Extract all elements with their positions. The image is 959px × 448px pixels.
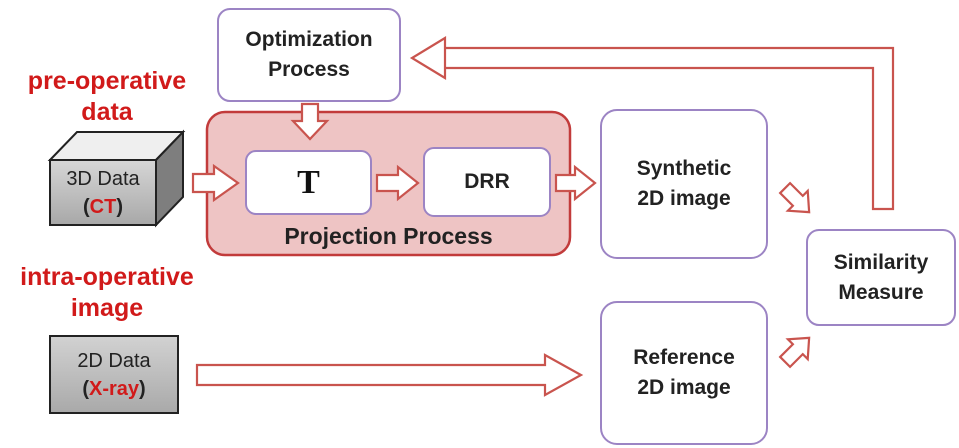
intra-operative-line1: intra-operative (20, 263, 194, 291)
arrow-2d-to-reference (195, 353, 584, 397)
optimization-process-box (217, 8, 401, 102)
2d-paren-open: ( (82, 377, 89, 400)
intra-operative-line2: image (70, 294, 144, 322)
similarity-measure-label: Similarity Measure (807, 230, 955, 325)
2d-data-modality-row: (X-ray) (82, 375, 145, 403)
transform-t-label: T (297, 163, 320, 201)
drr-label: DRR (464, 170, 510, 193)
arrow-drr-to-synthetic (554, 164, 597, 202)
intra-operative-label: intra-operative image (2, 261, 212, 325)
reference-line1: Reference (633, 346, 735, 369)
synthetic-image-box (600, 109, 768, 259)
similarity-line1: Similarity (833, 250, 929, 274)
pre-operative-line2: data (81, 98, 133, 126)
pre-operative-label: pre-operative data (2, 65, 212, 129)
arrow-reference-to-similarity (778, 336, 811, 369)
arrow-3d-to-t (191, 163, 240, 203)
2d-data-box (49, 335, 179, 414)
2d-data-modality: X-ray (88, 377, 140, 400)
arrow-t-to-drr (375, 164, 420, 202)
3d-data-label: 3D Data (CT) (50, 160, 156, 225)
arrow-similarity-to-optimization (409, 36, 895, 211)
transform-t-box (245, 150, 372, 215)
3d-paren-open: ( (82, 195, 90, 218)
reference-image-label: Reference 2D image (601, 302, 767, 444)
synthetic-line1: Synthetic (636, 157, 732, 180)
optimization-process-label: Optimization Process (218, 9, 400, 101)
synthetic-line2: 2D image (637, 187, 731, 210)
3d-paren-close: ) (116, 195, 123, 218)
2d-data-title: 2D Data (77, 349, 151, 372)
arrow-synthetic-to-similarity (778, 181, 811, 214)
similarity-line2: Measure (838, 280, 924, 304)
arrow-optimization-to-t (290, 102, 330, 141)
projection-process-title: Projection Process (284, 222, 493, 249)
pre-operative-line1: pre-operative (27, 67, 187, 95)
3d-data-modality: CT (89, 195, 117, 218)
optimization-line1: Optimization (245, 28, 373, 51)
similarity-measure-box (806, 229, 956, 326)
drr-box (423, 147, 551, 217)
reference-image-box (600, 301, 768, 445)
reference-line2: 2D image (637, 376, 731, 399)
optimization-line2: Process (268, 58, 350, 81)
3d-data-modality-row: (CT) (83, 193, 123, 221)
3d-data-cube (47, 129, 186, 228)
3d-data-title: 3D Data (66, 167, 140, 190)
2d-paren-close: ) (139, 377, 146, 400)
2d-data-label: 2D Data (X-ray) (50, 336, 178, 413)
synthetic-image-label: Synthetic 2D image (601, 110, 767, 258)
